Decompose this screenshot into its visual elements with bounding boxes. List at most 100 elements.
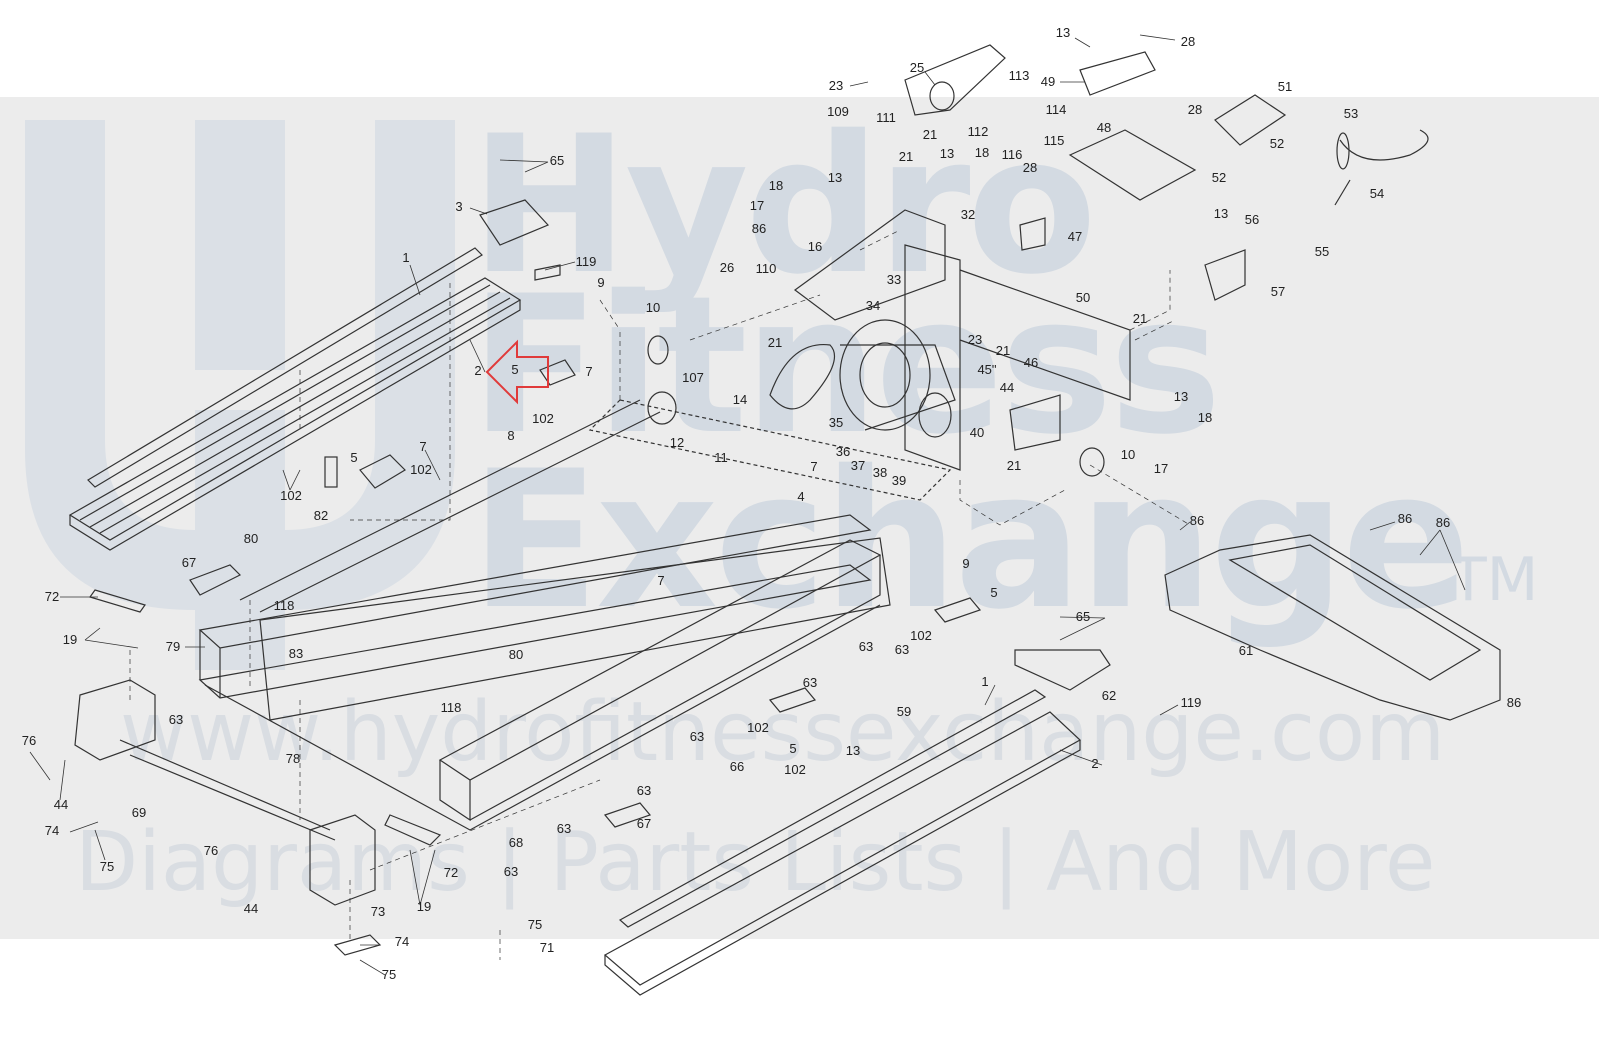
part-callout-c46: 46 — [1024, 355, 1038, 370]
watermark-url: www.hydrofitnessexchange.com — [120, 685, 1446, 780]
watermark-brand-line1: Hydro — [470, 95, 1097, 316]
part-callout-c32: 32 — [961, 207, 975, 222]
part-callout-c9b: 9 — [962, 556, 969, 571]
part-callout-c75a: 75 — [100, 859, 114, 874]
part-callout-c18c: 18 — [1198, 410, 1212, 425]
part-callout-c21a: 21 — [923, 127, 937, 142]
part-callout-c102e: 102 — [747, 720, 769, 735]
part-callout-c80a: 80 — [244, 531, 258, 546]
part-callout-c52b: 52 — [1212, 170, 1226, 185]
main-frame — [198, 399, 952, 831]
part-callout-c21c: 21 — [1133, 311, 1147, 326]
part-callout-c116: 116 — [1002, 147, 1023, 162]
part-callout-c63e: 63 — [690, 729, 704, 744]
part-callout-c115: 115 — [1044, 133, 1065, 148]
motor-assembly — [769, 209, 1131, 477]
part-callout-c63f: 63 — [637, 783, 651, 798]
part-callout-c1b: 1 — [981, 674, 988, 689]
part-callout-c10a: 10 — [646, 300, 660, 315]
part-callout-c5d: 5 — [789, 741, 796, 756]
part-callout-c12: 12 — [670, 435, 684, 450]
part-callout-c7d: 7 — [657, 573, 664, 588]
part-callout-c40: 40 — [970, 425, 984, 440]
part-callout-c55: 55 — [1315, 244, 1329, 259]
part-callout-c26: 26 — [720, 260, 734, 275]
part-callout-c13f: 13 — [846, 743, 860, 758]
part-callout-c9a: 9 — [597, 275, 604, 290]
watermark-tagline: Diagrams | Parts Lists | And More — [75, 815, 1436, 910]
part-callout-c57: 57 — [1271, 284, 1285, 299]
part-callout-c16: 16 — [808, 239, 822, 254]
part-callout-c28c: 28 — [1023, 160, 1037, 175]
part-callout-c44b: 44 — [54, 797, 68, 812]
part-callout-c67a: 67 — [182, 555, 196, 570]
watermark-brand-line3: Exchange — [470, 430, 1471, 651]
part-callout-c63h: 63 — [504, 864, 518, 879]
part-callout-c113: 113 — [1009, 68, 1030, 83]
part-callout-c86c: 86 — [1398, 511, 1412, 526]
left-side-rail — [68, 247, 522, 551]
part-callout-c109: 109 — [827, 104, 849, 119]
part-callout-c68: 68 — [509, 835, 523, 850]
watermark-trademark: TM — [1450, 545, 1539, 615]
part-callout-c2a: 2 — [474, 363, 481, 378]
part-callout-c13a: 13 — [1056, 25, 1070, 40]
part-callout-c73: 73 — [371, 904, 385, 919]
top-parts — [479, 44, 1429, 301]
part-callout-c7b: 7 — [419, 439, 426, 454]
part-callout-c52a: 52 — [1270, 136, 1284, 151]
watermark-brand-line2: Fitness — [470, 255, 1222, 476]
part-callout-c33: 33 — [887, 272, 901, 287]
part-callout-c5c: 5 — [990, 585, 997, 600]
part-callout-c86b: 86 — [1190, 513, 1204, 528]
part-callout-c13b: 13 — [940, 146, 954, 161]
part-callout-c13c: 13 — [828, 170, 842, 185]
part-callout-c107: 107 — [682, 370, 704, 385]
part-callout-c17b: 17 — [1154, 461, 1168, 476]
part-callout-c76a: 76 — [22, 733, 36, 748]
part-callout-c7a: 7 — [585, 364, 592, 379]
cushions — [189, 359, 982, 828]
part-callout-c19a: 19 — [63, 632, 77, 647]
part-callout-c8: 8 — [507, 428, 514, 443]
right-side-rail — [603, 689, 1082, 996]
part-callout-c21e: 21 — [996, 343, 1010, 358]
part-callout-c66: 66 — [730, 759, 744, 774]
part-callout-c63d: 63 — [169, 712, 183, 727]
leader-lines — [29, 34, 1466, 976]
part-callout-c49: 49 — [1041, 74, 1055, 89]
part-callout-c38: 38 — [873, 465, 887, 480]
part-callout-c71: 71 — [540, 940, 554, 955]
part-callout-c44a: 44 — [1000, 380, 1014, 395]
part-callout-c45: 45" — [977, 362, 996, 377]
part-callout-c74a: 74 — [45, 823, 59, 838]
part-callout-c19b: 19 — [417, 899, 431, 914]
part-callout-c65a: 65 — [550, 153, 564, 168]
part-callout-c18a: 18 — [975, 145, 989, 160]
part-callout-c102d: 102 — [910, 628, 932, 643]
part-callout-c7c: 7 — [810, 459, 817, 474]
part-callout-c17a: 17 — [750, 198, 764, 213]
part-callout-c28a: 28 — [1181, 34, 1195, 49]
part-callout-c74b: 74 — [395, 934, 409, 949]
part-callout-c21d: 21 — [768, 335, 782, 350]
part-callout-c111: 111 — [876, 110, 896, 125]
diagram-linework — [29, 34, 1501, 996]
part-callout-c78: 78 — [286, 751, 300, 766]
part-callout-c63a: 63 — [859, 639, 873, 654]
part-callout-c48: 48 — [1097, 120, 1111, 135]
part-callout-c72b: 72 — [444, 865, 458, 880]
part-callout-c63g: 63 — [557, 821, 571, 836]
part-callout-c5a: 5 — [511, 362, 518, 377]
part-callout-c75b: 75 — [528, 917, 542, 932]
highlight-arrow-icon — [485, 339, 549, 405]
part-callout-c76b: 76 — [204, 843, 218, 858]
part-callout-c23a: 23 — [829, 78, 843, 93]
part-callout-c79: 79 — [166, 639, 180, 654]
part-callout-c83: 83 — [289, 646, 303, 661]
part-callout-c82: 82 — [314, 508, 328, 523]
part-callout-c118a: 118 — [274, 598, 295, 613]
part-callout-c119b: 119 — [1181, 695, 1202, 710]
